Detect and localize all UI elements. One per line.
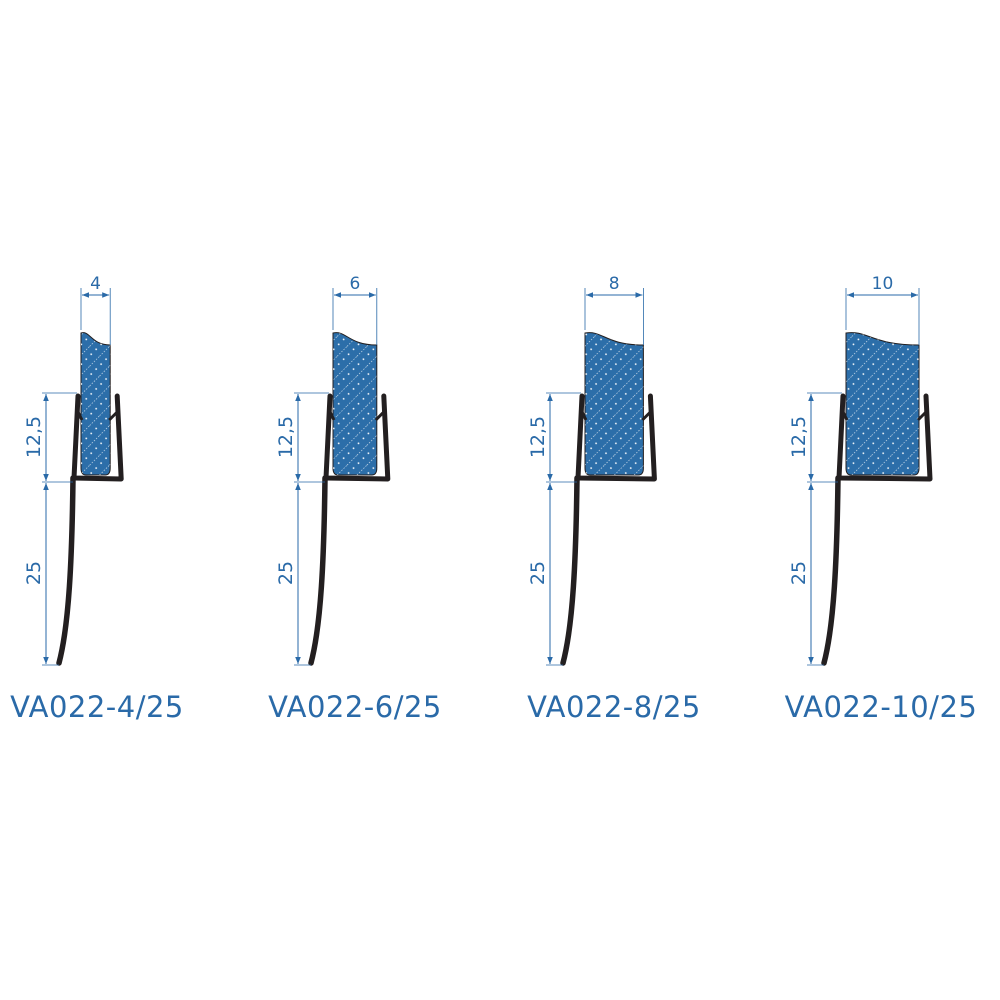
glass-thickness-label: 6: [349, 274, 360, 294]
fin-height-label: 25: [23, 561, 45, 585]
seal-u-channel: [323, 393, 391, 482]
thickness-extension-lines: [845, 288, 920, 345]
glass-thickness-label: 8: [609, 274, 620, 294]
seal-profile: 12,5 25 4: [23, 274, 124, 666]
seal-lips: [328, 410, 385, 422]
upper-height-label: 12,5: [275, 416, 297, 458]
seal-fin: [821, 475, 841, 666]
fin-height-label: 25: [788, 561, 810, 585]
upper-height-label: 12,5: [788, 416, 810, 458]
seal-lips: [580, 410, 652, 422]
seal-profile: 12,5 25 6: [275, 274, 391, 666]
thickness-extension-lines: [80, 288, 111, 345]
seal-fin: [56, 475, 76, 666]
dimension-extension-lines: [42, 392, 77, 666]
dimension-extension-lines: [294, 392, 329, 666]
seal-u-channel: [575, 393, 657, 482]
seal-fin: [560, 475, 580, 666]
dimension-extension-lines: [807, 392, 842, 666]
seal-fin: [308, 475, 328, 666]
glass-thickness-label: 10: [872, 274, 894, 294]
product-code-label: VA022-10/25: [784, 690, 978, 724]
fin-height-label: 25: [275, 561, 297, 585]
glass-hatch: [846, 332, 919, 475]
product-code-label: VA022-6/25: [268, 690, 442, 724]
seal-profile: 12,5 25 10: [788, 274, 933, 666]
seal-u-channel: [836, 393, 933, 482]
glass-hatch: [333, 332, 377, 475]
glass-thickness-label: 4: [90, 274, 101, 294]
upper-height-label: 12,5: [23, 416, 45, 458]
upper-height-label: 12,5: [527, 416, 549, 458]
seal-profile: 12,5 25 8: [527, 274, 657, 666]
seal-lips: [76, 410, 119, 422]
thickness-extension-lines: [584, 288, 644, 345]
seal-lips: [841, 410, 928, 422]
thickness-extension-lines: [332, 288, 378, 345]
product-code-label: VA022-8/25: [527, 690, 701, 724]
dimension-extension-lines: [546, 392, 581, 666]
glass-hatch: [585, 332, 644, 475]
seal-u-channel: [71, 393, 124, 482]
glass-hatch: [81, 332, 111, 475]
fin-height-label: 25: [527, 561, 549, 585]
product-code-label: VA022-4/25: [10, 690, 184, 724]
